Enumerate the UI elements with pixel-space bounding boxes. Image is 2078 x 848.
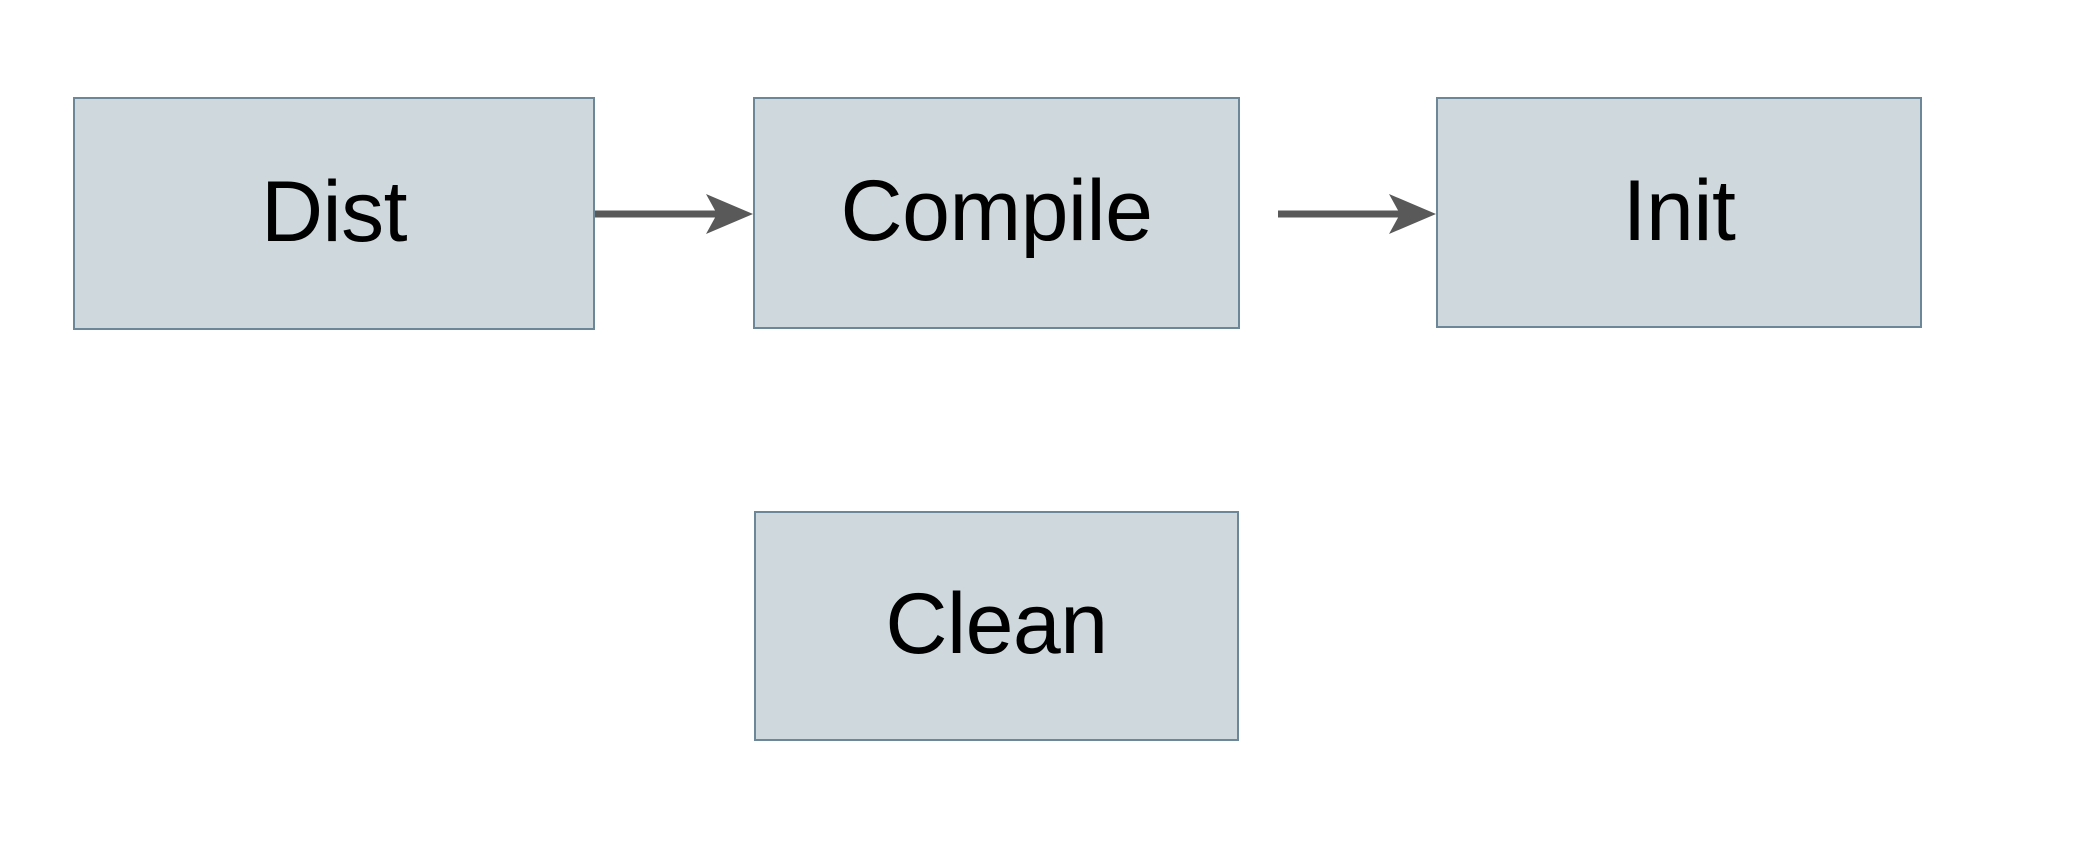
node-init[interactable]: Init bbox=[1436, 97, 1922, 328]
edge-compile-to-init[interactable] bbox=[1278, 194, 1436, 234]
node-dist[interactable]: Dist bbox=[73, 97, 595, 330]
node-dist-label: Dist bbox=[260, 163, 408, 260]
arrowhead-icon bbox=[706, 194, 753, 234]
arrowhead-icon bbox=[1389, 194, 1436, 234]
edge-dist-to-compile[interactable] bbox=[595, 194, 753, 234]
node-clean[interactable]: Clean bbox=[754, 511, 1239, 741]
node-compile-label: Compile bbox=[840, 163, 1153, 259]
node-init-label: Init bbox=[1622, 162, 1736, 259]
node-clean-label: Clean bbox=[885, 576, 1108, 672]
node-compile[interactable]: Compile bbox=[753, 97, 1240, 329]
